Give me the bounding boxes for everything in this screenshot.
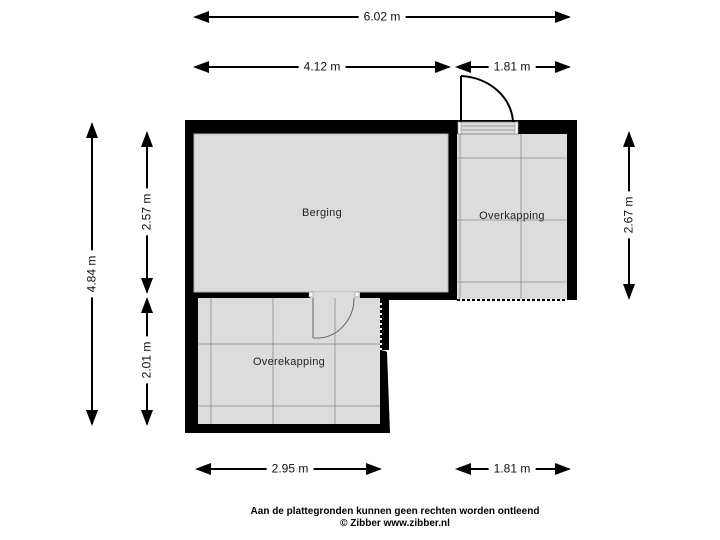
room-overekapping-floor bbox=[198, 298, 399, 424]
footer-disclaimer: Aan de plattegronden kunnen geen rechten… bbox=[250, 506, 540, 517]
door-top bbox=[457, 75, 519, 135]
room-label-overkapping: Overkapping bbox=[479, 210, 545, 222]
dim-overkapping-height: 2.67 m bbox=[620, 191, 638, 239]
room-overkapping-floor bbox=[457, 134, 567, 301]
dim-berging-width: 4.12 m bbox=[298, 58, 346, 76]
room-label-berging: Berging bbox=[301, 207, 343, 219]
dim-lower-height: 2.01 m bbox=[138, 336, 156, 384]
room-berging-floor bbox=[193, 133, 449, 293]
footer-copyright: © Zibber www.zibber.nl bbox=[340, 518, 450, 529]
door-inner bbox=[308, 291, 360, 339]
room-label-overekapping: Overekapping bbox=[252, 356, 326, 368]
dim-total-width: 6.02 m bbox=[358, 8, 406, 26]
dim-lower-width: 2.95 m bbox=[266, 460, 314, 478]
dim-lower-right-width: 1.81 m bbox=[488, 460, 536, 478]
dim-total-height: 4.84 m bbox=[83, 250, 101, 298]
dim-berging-height: 2.57 m bbox=[138, 188, 156, 236]
dim-overkapping-width: 1.81 m bbox=[488, 58, 536, 76]
